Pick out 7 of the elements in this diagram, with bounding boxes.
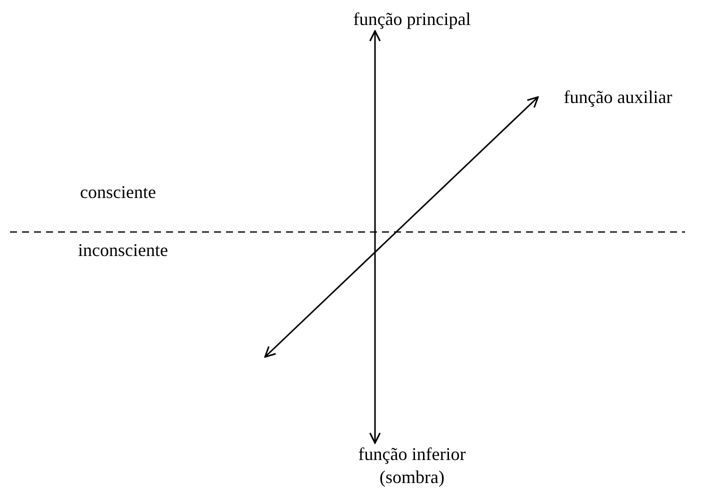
node-label: função inferior (sombra) (330, 443, 494, 489)
zone-label: inconsciente (78, 240, 168, 261)
double-arrow (264, 96, 539, 358)
node-label: função principal (300, 8, 524, 31)
node-label: função auxiliar (538, 86, 698, 109)
double-arrow (369, 30, 381, 444)
zone-label: consciente (80, 182, 156, 203)
